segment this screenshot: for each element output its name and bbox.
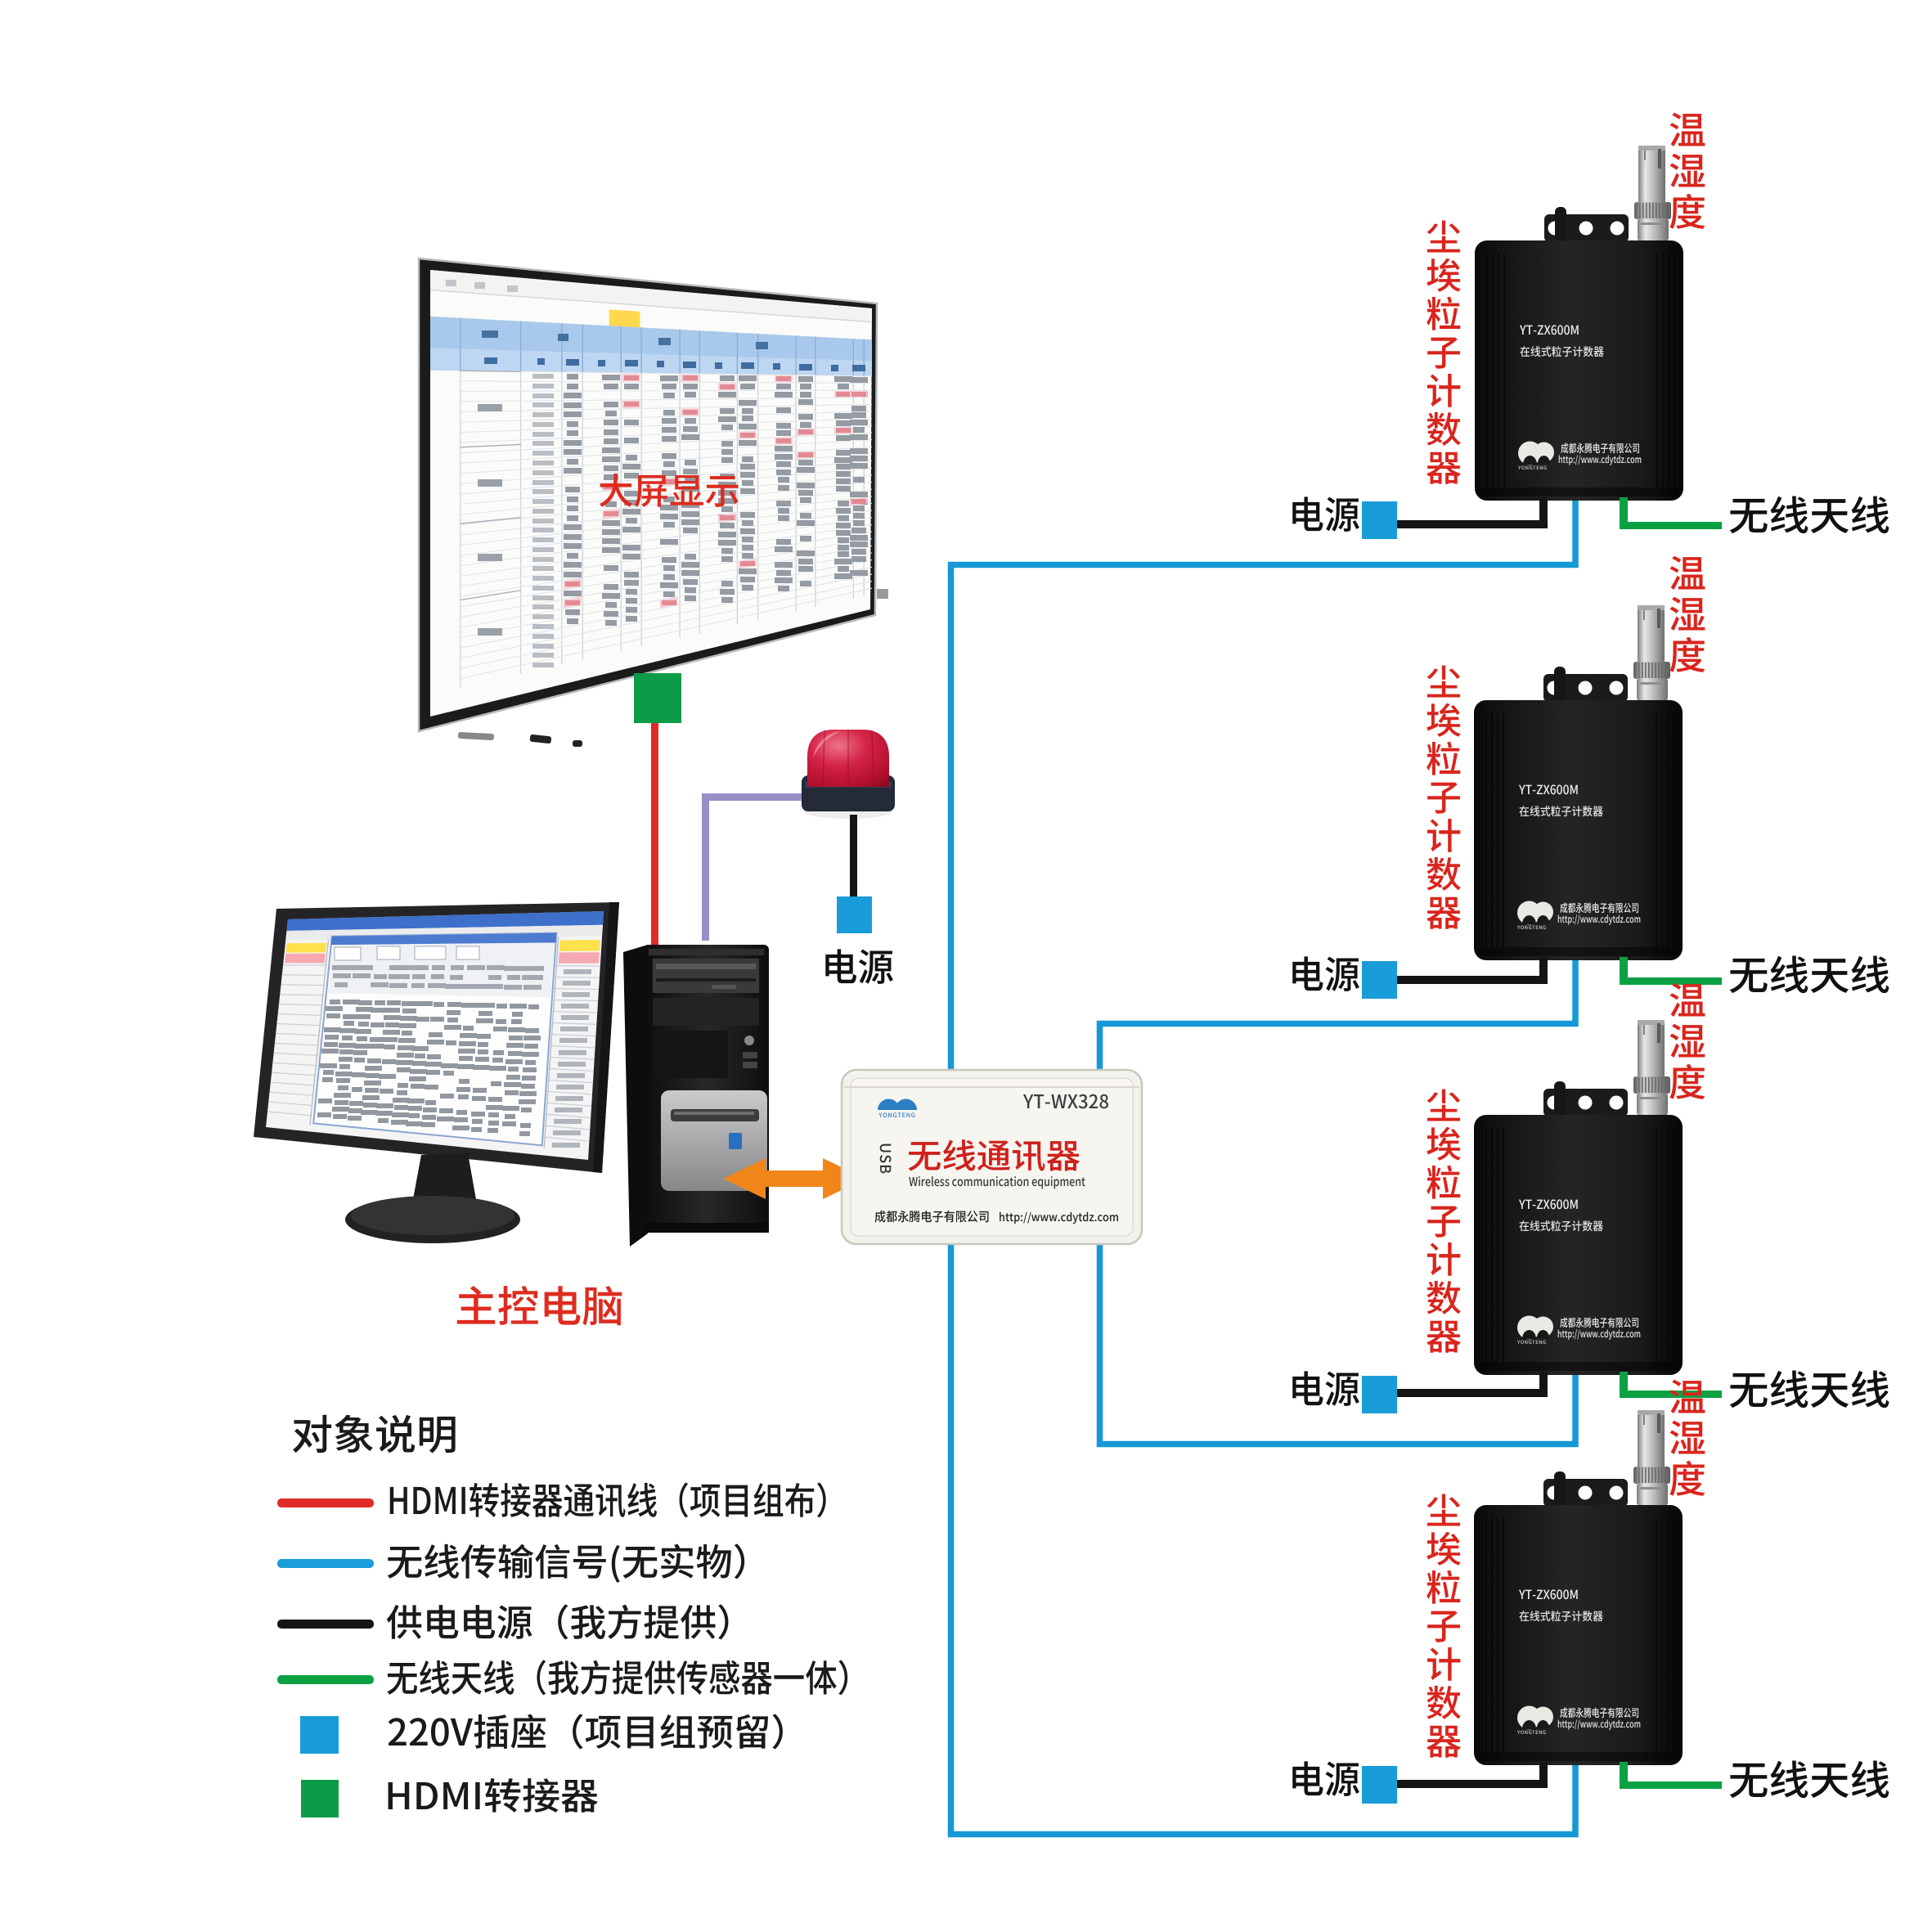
svg-text:埃: 埃	[1426, 1521, 1462, 1573]
svg-text:尘: 尘	[1426, 654, 1462, 706]
svg-text:http://www.cdytdz.com: http://www.cdytdz.com	[1558, 452, 1642, 466]
svg-text:湿: 湿	[1669, 586, 1706, 640]
svg-text:无线天线: 无线天线	[1728, 944, 1890, 1002]
svg-text:无线传输信号(无实物）: 无线传输信号(无实物）	[386, 1533, 770, 1586]
svg-text:温: 温	[1669, 101, 1706, 155]
svg-text:成都永腾电子有限公司: 成都永腾电子有限公司	[1560, 1704, 1639, 1720]
svg-text:尘: 尘	[1426, 209, 1462, 261]
svg-text:器: 器	[1426, 439, 1462, 492]
svg-text:YT-ZX600M: YT-ZX600M	[1518, 780, 1579, 798]
svg-text:在线式粒子计数器: 在线式粒子计数器	[1519, 1218, 1603, 1234]
svg-text:数: 数	[1426, 1674, 1462, 1727]
svg-text:YONGTENG: YONGTENG	[1517, 464, 1548, 471]
svg-text:粒: 粒	[1426, 285, 1462, 338]
svg-text:湿: 湿	[1669, 1409, 1706, 1463]
svg-text:220V插座（项目组预留）: 220V插座（项目组预留）	[387, 1703, 808, 1756]
svg-text:电源: 电源	[1288, 946, 1360, 1000]
svg-text:温: 温	[1669, 972, 1706, 1026]
svg-text:YT-ZX600M: YT-ZX600M	[1518, 1585, 1579, 1603]
svg-text:器: 器	[1426, 1713, 1462, 1765]
svg-text:电源: 电源	[1288, 1360, 1360, 1414]
svg-text:在线式粒子计数器: 在线式粒子计数器	[1519, 803, 1603, 820]
svg-text:埃: 埃	[1426, 1116, 1462, 1168]
svg-text:供电电源（我方提供）: 供电电源（我方提供）	[386, 1593, 753, 1647]
svg-text:计: 计	[1426, 807, 1462, 860]
svg-text:http://www.cdytdz.com: http://www.cdytdz.com	[1557, 1327, 1641, 1341]
svg-text:在线式粒子计数器: 在线式粒子计数器	[1520, 344, 1604, 360]
svg-text:http://www.cdytdz.com: http://www.cdytdz.com	[1557, 912, 1641, 926]
svg-text:http://www.cdytdz.com: http://www.cdytdz.com	[999, 1209, 1119, 1225]
svg-text:Wireless communication equipme: Wireless communication equipment	[909, 1173, 1085, 1190]
svg-text:YT-ZX600M: YT-ZX600M	[1518, 1195, 1579, 1213]
svg-text:度: 度	[1669, 1450, 1706, 1504]
svg-text:YONGTENG: YONGTENG	[1516, 1338, 1547, 1346]
svg-text:度: 度	[1669, 183, 1706, 237]
svg-text:电源: 电源	[1288, 1750, 1360, 1804]
svg-text:子: 子	[1426, 1597, 1462, 1650]
svg-text:尘: 尘	[1426, 1482, 1462, 1534]
svg-text:度: 度	[1669, 627, 1706, 681]
svg-text:子: 子	[1426, 1193, 1462, 1245]
svg-text:无线天线（我方提供传感器一体）: 无线天线（我方提供传感器一体）	[386, 1649, 869, 1702]
svg-text:粒: 粒	[1426, 1154, 1462, 1206]
svg-text:电源: 电源	[821, 938, 894, 992]
svg-text:http://www.cdytdz.com: http://www.cdytdz.com	[1557, 1717, 1641, 1731]
svg-text:器: 器	[1426, 1308, 1462, 1360]
svg-text:温: 温	[1669, 1368, 1706, 1422]
svg-text:器: 器	[1426, 884, 1462, 937]
svg-text:YONGTENG: YONGTENG	[1516, 923, 1547, 931]
svg-text:无线天线: 无线天线	[1728, 1749, 1890, 1807]
svg-text:成都永腾电子有限公司: 成都永腾电子有限公司	[1560, 899, 1639, 915]
svg-text:数: 数	[1426, 1269, 1462, 1322]
svg-text:主控电脑: 主控电脑	[455, 1273, 624, 1334]
svg-text:湿: 湿	[1669, 142, 1706, 196]
svg-text:电源: 电源	[1288, 486, 1360, 540]
svg-text:大屏显示: 大屏显示	[598, 462, 740, 514]
svg-text:计: 计	[1426, 1231, 1462, 1283]
svg-text:子: 子	[1426, 324, 1462, 376]
svg-text:粒: 粒	[1426, 1559, 1462, 1611]
svg-text:数: 数	[1426, 401, 1462, 453]
svg-text:成都永腾电子有限公司: 成都永腾电子有限公司	[874, 1207, 990, 1225]
svg-text:埃: 埃	[1426, 692, 1462, 744]
svg-text:计: 计	[1426, 1636, 1462, 1688]
svg-text:无线通讯器: 无线通讯器	[907, 1129, 1081, 1178]
svg-text:YONGTENG: YONGTENG	[1516, 1728, 1547, 1736]
svg-text:粒: 粒	[1426, 730, 1462, 783]
svg-text:在线式粒子计数器: 在线式粒子计数器	[1519, 1608, 1603, 1624]
svg-text:埃: 埃	[1426, 247, 1462, 299]
svg-text:温: 温	[1669, 545, 1706, 599]
svg-text:HDMI转接器: HDMI转接器	[384, 1767, 599, 1820]
svg-text:无线天线: 无线天线	[1728, 1359, 1890, 1417]
svg-text:YT-WX328: YT-WX328	[1022, 1086, 1109, 1114]
svg-text:尘: 尘	[1426, 1077, 1462, 1130]
svg-text:湿: 湿	[1669, 1013, 1706, 1067]
svg-text:度: 度	[1669, 1054, 1706, 1108]
svg-text:无线天线: 无线天线	[1728, 484, 1890, 542]
svg-text:成都永腾电子有限公司: 成都永腾电子有限公司	[1561, 439, 1640, 456]
svg-text:对象说明: 对象说明	[291, 1403, 458, 1462]
svg-text:成都永腾电子有限公司: 成都永腾电子有限公司	[1560, 1314, 1639, 1330]
svg-text:YONGTENG: YONGTENG	[878, 1111, 915, 1120]
svg-text:计: 计	[1426, 362, 1462, 415]
svg-text:子: 子	[1426, 769, 1462, 821]
svg-text:数: 数	[1426, 846, 1462, 898]
svg-text:YT-ZX600M: YT-ZX600M	[1519, 321, 1579, 339]
svg-text:USB: USB	[875, 1143, 896, 1175]
svg-text:HDMI转接器通讯线（项目组布）: HDMI转接器通讯线（项目组布）	[387, 1471, 847, 1525]
